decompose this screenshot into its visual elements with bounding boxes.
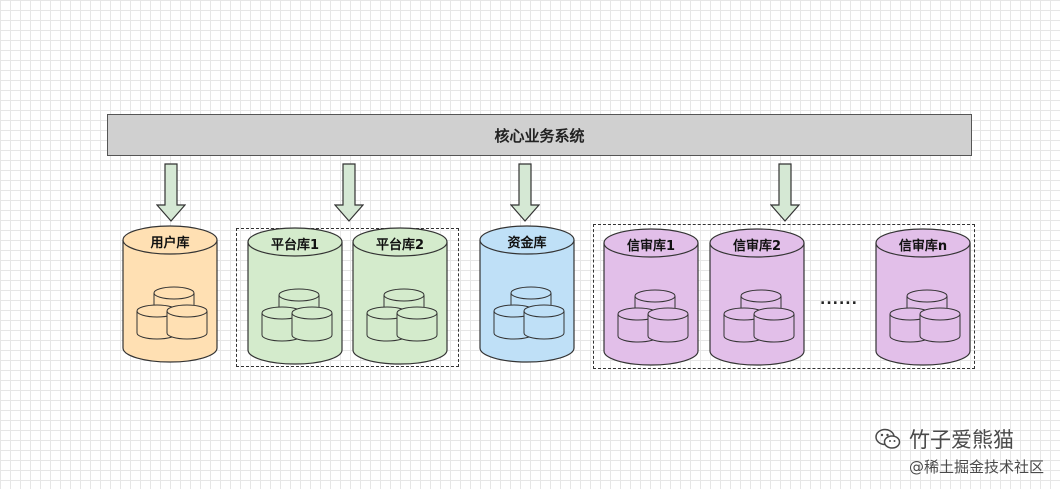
database-cylinder-icon [122,225,218,363]
database-label: 平台库1 [270,238,320,253]
watermark-source: @稀土掘金技术社区 [908,458,1044,476]
database-cylinder-icon [352,227,448,365]
database-label: 信审库1 [626,239,676,254]
database-fund: 资金库 [479,225,575,363]
wechat-icon [875,428,901,449]
database-label: 信审库n [898,239,948,254]
credit-db-group [593,224,975,369]
database-credit-2: 信审库2 [709,228,805,366]
database-credit-1: 信审库1 [603,228,699,366]
watermark: 竹子爱熊猫 @稀土掘金技术社区 [875,424,1044,477]
database-cylinder-icon [479,225,575,363]
database-user: 用户库 [122,225,218,363]
platform-db-group [236,228,459,367]
database-credit-n: 信审库n [875,228,971,366]
core-business-system: 核心业务系统 [107,114,972,156]
database-cylinder-icon [247,227,343,365]
database-cylinder-icon [709,228,805,366]
database-label: 用户库 [150,236,190,251]
database-label: 资金库 [507,236,547,251]
database-platform-1: 平台库1 [247,227,343,365]
database-cylinder-icon [875,228,971,366]
ellipsis: ...... [820,292,858,308]
database-platform-2: 平台库2 [352,227,448,365]
database-label: 平台库2 [375,238,425,253]
arrow-down-icon [770,163,800,222]
core-business-system-label: 核心业务系统 [494,126,585,145]
arrow-down-icon [334,163,364,222]
arrow-down-icon [510,163,540,222]
database-cylinder-icon [603,228,699,366]
arrow-down-icon [156,163,186,222]
watermark-author: 竹子爱熊猫 [908,428,1014,452]
database-label: 信审库2 [732,239,782,254]
